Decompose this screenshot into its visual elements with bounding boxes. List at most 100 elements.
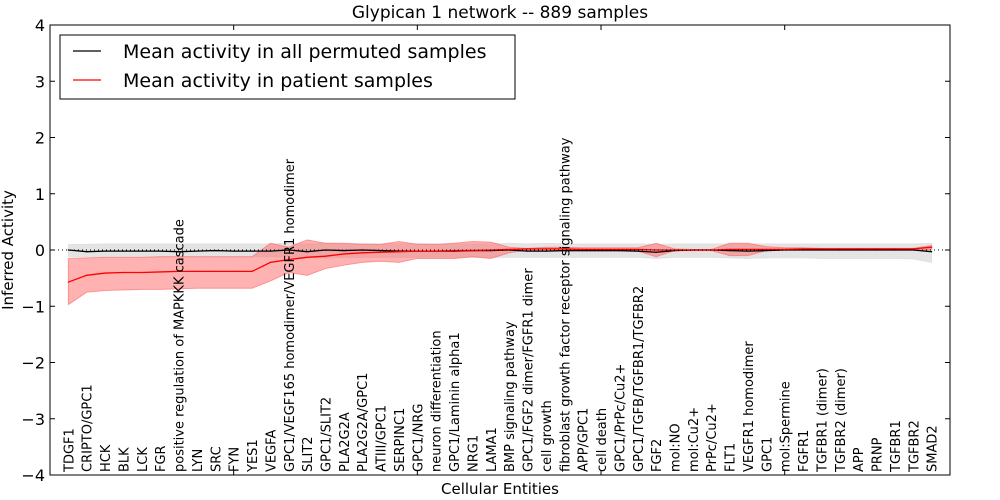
x-tick-label: GPC1/TGFB/TGFBR1/TGFBR2 xyxy=(632,286,647,472)
data-point xyxy=(931,251,933,253)
data-point xyxy=(251,270,253,272)
data-point xyxy=(159,250,161,252)
x-tick-label: BLK xyxy=(117,447,132,472)
data-point xyxy=(545,250,547,252)
x-tick-label: GPC1 xyxy=(760,437,775,472)
data-point xyxy=(820,249,823,251)
data-point xyxy=(728,249,731,252)
data-point xyxy=(141,271,143,274)
x-tick-label: GPC1/SLIT2 xyxy=(320,397,335,472)
x-tick-label: NRG1 xyxy=(466,435,481,472)
x-tick-label: TDGF1 xyxy=(62,428,77,473)
data-point xyxy=(912,249,914,251)
data-point xyxy=(177,270,180,272)
x-tick-label: LAMA1 xyxy=(485,427,500,472)
x-tick-label: LYN xyxy=(191,449,206,472)
data-point xyxy=(67,249,69,251)
x-tick-label: ATIII/GPC1 xyxy=(375,405,390,472)
x-tick-label: SERPINC1 xyxy=(393,408,408,472)
x-tick-label: fibroblast growth factor receptor signal… xyxy=(558,137,573,472)
data-point xyxy=(802,248,804,250)
data-point xyxy=(196,270,198,272)
data-point xyxy=(784,248,786,251)
x-tick-label: TGFBR2 (dimer) xyxy=(834,368,849,473)
y-tick-label: −3 xyxy=(21,410,45,429)
confidence-bands xyxy=(67,239,933,306)
data-point xyxy=(380,251,382,253)
x-tick-label: SMAD2 xyxy=(926,425,941,472)
data-point xyxy=(214,249,216,252)
x-tick-label: PRNP xyxy=(871,437,886,472)
x-tick-label: FLT1 xyxy=(724,443,739,472)
series-lines xyxy=(50,246,950,283)
data-point xyxy=(637,250,639,252)
data-point xyxy=(526,250,529,252)
data-point xyxy=(86,251,88,253)
x-tick-label: PLA2G2A/GPC1 xyxy=(356,373,371,472)
legend-label-permuted: Mean activity in all permuted samples xyxy=(123,41,486,63)
data-point xyxy=(251,250,253,252)
data-point xyxy=(692,249,694,251)
x-tick-label: cell death xyxy=(595,408,610,472)
y-tick-label: 4 xyxy=(35,16,45,35)
data-point xyxy=(361,252,363,254)
data-point xyxy=(820,248,823,250)
data-point xyxy=(380,249,382,252)
data-point xyxy=(159,271,161,273)
data-point xyxy=(343,253,345,255)
data-point xyxy=(931,246,933,248)
x-tick-label: TGFBR2 xyxy=(907,420,922,473)
data-point xyxy=(894,248,896,250)
data-point xyxy=(747,248,749,251)
data-point xyxy=(343,249,345,252)
data-point xyxy=(655,249,657,251)
data-point xyxy=(288,249,290,251)
data-point xyxy=(618,249,620,252)
legend-box xyxy=(59,34,516,100)
x-tick-label: HCK xyxy=(99,444,114,472)
x-axis-label: Cellular Entities xyxy=(441,480,559,498)
x-tick-label: FGF2 xyxy=(650,439,665,472)
y-tick-label: −4 xyxy=(21,466,45,485)
data-point xyxy=(912,248,914,250)
y-tick-label: 2 xyxy=(35,129,45,148)
data-point xyxy=(306,256,308,258)
x-tick-label: neuron differentiation xyxy=(430,330,445,472)
data-point xyxy=(563,249,565,252)
y-tick-label: 3 xyxy=(35,72,45,91)
data-point xyxy=(508,248,510,251)
x-tick-label: GPC1/PrPc/Cu2+ xyxy=(613,364,628,472)
data-point xyxy=(104,250,106,252)
data-point xyxy=(747,250,749,252)
data-point xyxy=(839,249,841,251)
x-tick-label: GPC1/VEGF165 homodimer/VEGFR1 homodimer xyxy=(283,158,298,472)
data-point xyxy=(728,248,731,251)
x-tick-label: LCK xyxy=(136,447,151,472)
data-point xyxy=(196,250,198,252)
data-point xyxy=(288,258,290,261)
x-tick-label: positive regulation of MAPKKK cascade xyxy=(173,219,188,472)
data-point xyxy=(600,249,602,252)
y-tick-label: −1 xyxy=(21,297,45,316)
data-point xyxy=(655,251,657,253)
x-tick-label: GPC1/Laminin alpha1 xyxy=(448,332,463,472)
x-tick-label: mol:NO xyxy=(668,423,683,472)
y-tick-label: 1 xyxy=(35,185,45,204)
x-tick-label: PLA2G2A xyxy=(338,412,353,472)
data-point xyxy=(398,251,400,253)
y-tick-label: −2 xyxy=(21,354,45,373)
data-point xyxy=(214,270,216,272)
x-tick-label: BMP signaling pathway xyxy=(503,321,518,472)
plot-frame xyxy=(49,24,951,476)
data-point xyxy=(67,281,69,283)
data-point xyxy=(600,248,602,251)
data-point xyxy=(857,248,859,250)
data-point xyxy=(563,248,565,250)
x-tick-label: PrPc/Cu2+ xyxy=(705,403,720,472)
data-point xyxy=(875,249,878,251)
line-patient xyxy=(68,246,932,283)
data-point xyxy=(104,272,106,274)
x-tick-label: FYN xyxy=(228,447,243,472)
chart-title: Glypican 1 network -- 889 samples xyxy=(352,3,648,23)
